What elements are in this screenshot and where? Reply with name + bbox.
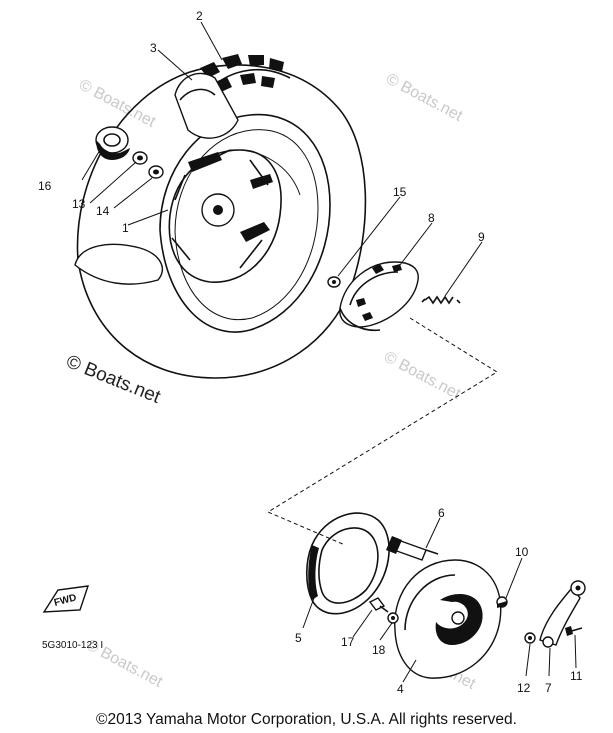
small-hardware-illustration [368,580,586,648]
brake-drum-illustration [305,512,390,615]
callout-5: 5 [295,631,302,645]
callout-11: 11 [570,669,583,683]
copyright-notice: ©2013 Yamaha Motor Corporation, U.S.A. A… [96,711,517,728]
callout-17: 17 [341,635,355,649]
callout-9: 9 [478,230,485,244]
callout-6: 6 [438,506,445,520]
callout-13: 13 [72,197,86,211]
callout-14: 14 [96,204,110,218]
brake-plate-illustration [394,559,502,679]
callout-1: 1 [122,221,129,235]
callout-numbers: 1 2 3 4 5 6 7 8 9 10 11 12 13 14 15 16 1… [38,9,583,696]
callout-12: 12 [517,681,531,695]
watermark-main: © Boats.net [63,351,164,408]
callout-18: 18 [372,643,386,657]
callout-4: 4 [397,682,404,696]
callout-2: 2 [196,9,203,23]
cam-shaft-illustration [386,536,439,561]
watermark-3: © Boats.net [381,349,463,404]
leader-lines [81,21,577,683]
bearing-stack-illustration [95,126,164,179]
callout-15: 15 [393,185,407,199]
callout-8: 8 [428,211,435,225]
callout-3: 3 [150,41,157,55]
brake-shoe-illustration [327,261,461,332]
diagram-part-code: 5G3010-123 I [42,640,103,651]
callout-7: 7 [545,681,552,695]
watermark-2: © Boats.net [383,71,465,126]
callout-16: 16 [38,179,52,193]
callout-10: 10 [515,545,529,559]
fwd-arrow-icon: FWD [42,585,90,613]
watermark-1: © Boats.net [76,77,158,132]
wheel-tire-illustration [74,54,367,379]
assembly-guide-lines [266,317,498,546]
